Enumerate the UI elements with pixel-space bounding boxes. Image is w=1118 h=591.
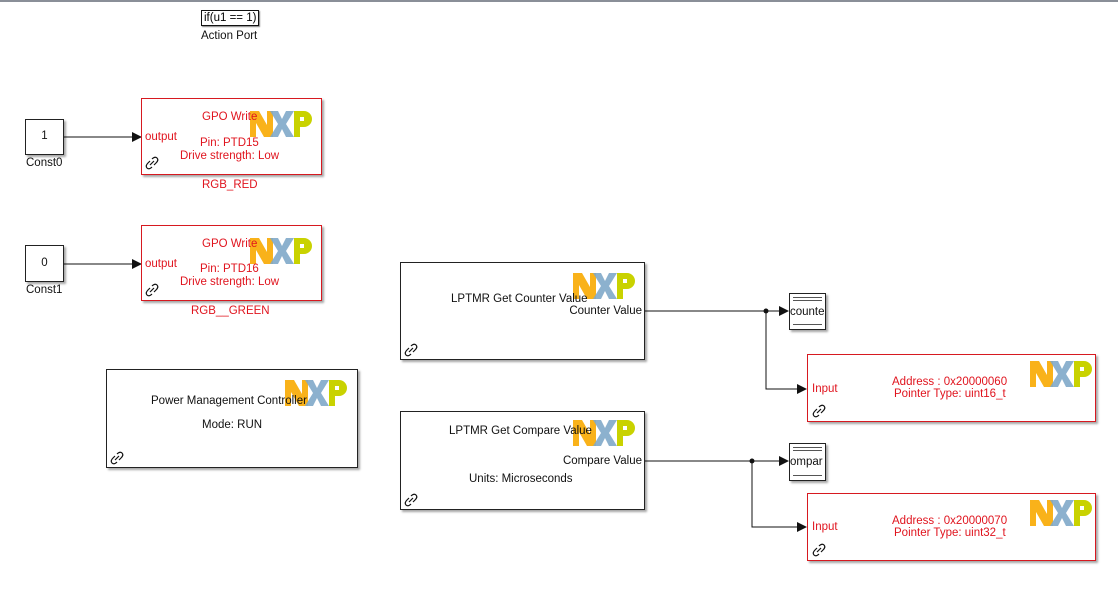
- power-management-controller-block[interactable]: Power Management Controller Mode: RUN: [106, 369, 358, 468]
- goto-top-line: [793, 450, 822, 451]
- nxp-logo-icon: [250, 111, 312, 137]
- action-port-block[interactable]: if(u1 == 1): [201, 10, 260, 26]
- memory-pointer-type: Pointer Type: uint32_t: [894, 527, 1006, 539]
- constant-block-const0[interactable]: 1: [25, 119, 64, 155]
- nxp-logo-icon: [1030, 361, 1092, 387]
- memory-address: Address : 0x20000070: [892, 515, 1008, 527]
- link-icon: [404, 493, 418, 507]
- gpo-drive-strength: Drive strength: Low: [180, 276, 280, 288]
- constant-block-const1[interactable]: 0: [25, 245, 64, 282]
- goto-top-line: [793, 297, 822, 298]
- nxp-logo-icon: [1030, 500, 1092, 526]
- nxp-logo-icon: [285, 380, 347, 406]
- pmc-title: Power Management Controller: [151, 395, 307, 407]
- gpo-block-name: RGB_RED: [202, 179, 258, 191]
- constant-name: Const0: [26, 157, 63, 169]
- memory-input-port: Input: [812, 521, 838, 533]
- goto-block-compare[interactable]: ompar: [789, 443, 826, 481]
- wire-compare-junction: [749, 458, 755, 464]
- pmc-mode: Mode: RUN: [202, 419, 263, 431]
- lptmr-get-compare-block[interactable]: LPTMR Get Compare Value Compare Value Un…: [400, 411, 645, 510]
- nxp-logo-icon: [573, 420, 635, 446]
- gpo-input-port: output: [145, 131, 177, 143]
- lptmr-counter-output-port: Counter Value: [569, 305, 642, 317]
- goto-tag: counter: [790, 306, 826, 318]
- wire-counter-junction: [763, 308, 769, 314]
- gpo-write-block-rgb-green[interactable]: GPO Write output Pin: PTD16 Drive streng…: [141, 225, 322, 301]
- goto-bottom-line: [793, 324, 822, 325]
- lptmr-compare-output-port: Compare Value: [562, 455, 642, 467]
- action-port-name: Action Port: [201, 30, 258, 42]
- link-icon: [404, 343, 418, 357]
- memory-write-block-uint32[interactable]: Input Address : 0x20000070 Pointer Type:…: [807, 493, 1096, 561]
- action-port-condition: if(u1 == 1): [204, 12, 257, 24]
- lptmr-compare-title: LPTMR Get Compare Value: [449, 425, 592, 437]
- wire-counter-branch: [765, 311, 807, 394]
- memory-input-port: Input: [812, 383, 838, 395]
- goto-block-counter[interactable]: counter: [789, 293, 826, 330]
- link-icon: [812, 543, 826, 557]
- gpo-drive-strength: Drive strength: Low: [180, 150, 280, 162]
- gpo-input-port: output: [145, 258, 177, 270]
- memory-write-block-uint16[interactable]: Input Address : 0x20000060 Pointer Type:…: [807, 354, 1096, 422]
- constant-name: Const1: [26, 284, 63, 296]
- goto-top-line: [793, 447, 822, 448]
- gpo-pin: Pin: PTD15: [200, 137, 259, 149]
- gpo-title: GPO Write: [202, 238, 258, 250]
- goto-bottom-line: [793, 475, 822, 476]
- gpo-title: GPO Write: [202, 111, 258, 123]
- wire-compare-branch: [751, 461, 807, 532]
- nxp-logo-icon: [573, 273, 635, 299]
- gpo-block-name: RGB__GREEN: [191, 305, 270, 317]
- memory-address: Address : 0x20000060: [892, 376, 1008, 388]
- constant-value: 0: [41, 257, 48, 269]
- lptmr-compare-units: Units: Microseconds: [469, 473, 573, 485]
- goto-tag: ompar: [790, 456, 823, 468]
- canvas-top-border: [0, 0, 1118, 2]
- goto-top-line: [793, 300, 822, 301]
- link-icon: [110, 451, 124, 465]
- nxp-logo-icon: [250, 238, 312, 264]
- gpo-write-block-rgb-red[interactable]: GPO Write output Pin: PTD15 Drive streng…: [141, 98, 322, 175]
- link-icon: [145, 283, 159, 297]
- link-icon: [812, 404, 826, 418]
- link-icon: [145, 156, 159, 170]
- lptmr-counter-title: LPTMR Get Counter Value: [451, 293, 588, 305]
- memory-pointer-type: Pointer Type: uint16_t: [894, 388, 1006, 400]
- gpo-pin: Pin: PTD16: [200, 263, 259, 275]
- constant-value: 1: [41, 130, 48, 142]
- lptmr-get-counter-block[interactable]: LPTMR Get Counter Value Counter Value: [400, 262, 645, 360]
